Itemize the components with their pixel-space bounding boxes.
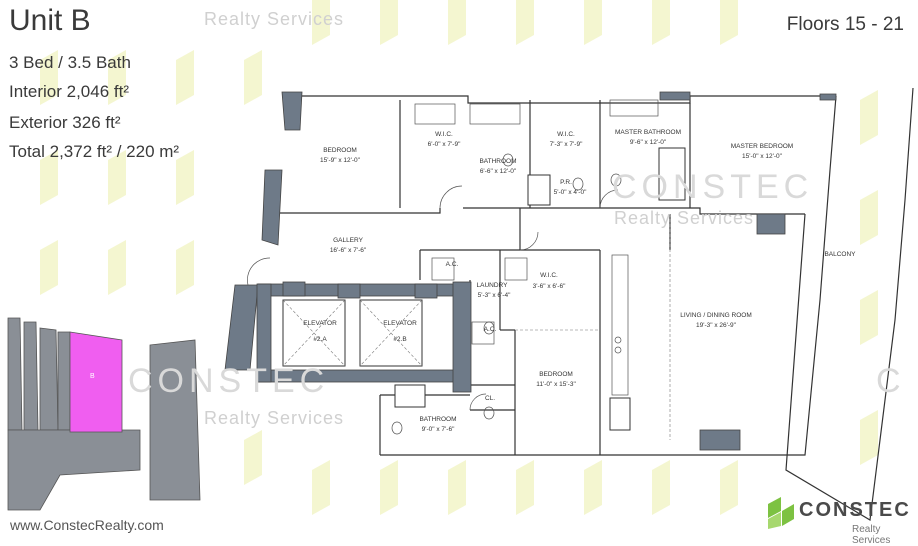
room-ac-1: A.C. — [446, 261, 459, 268]
room-bathroom-2-dim: 9'-0" x 7'-6" — [422, 426, 455, 433]
room-gallery: GALLERY — [333, 237, 364, 244]
room-bathroom-2: BATHROOM — [419, 416, 456, 423]
room-laundry-dim: 5'-3" x 6'-4" — [478, 292, 511, 299]
room-bedroom-1: BEDROOM — [323, 147, 357, 154]
room-bedroom-2: BEDROOM — [539, 371, 573, 378]
room-living-dim: 19'-3" x 26'-9" — [696, 322, 737, 329]
exterior-area: Exterior 326 ft² — [9, 113, 121, 132]
room-wic-1-dim: 6'-0" x 7'-9" — [428, 141, 461, 148]
website-url[interactable]: www.ConstecRealty.com — [10, 517, 164, 533]
room-master-bath-dim: 9'-6" x 12'-0" — [630, 139, 667, 146]
room-elevator-a: ELEVATOR — [303, 320, 337, 327]
room-gallery-dim: 16'-6" x 7'-6" — [330, 247, 367, 254]
room-living: LIVING / DINING ROOM — [680, 312, 752, 319]
keyplan-unit-label: B — [90, 373, 95, 380]
watermark-constec-left: CONSTEC — [128, 362, 330, 400]
room-bathroom-1-dim: 6'-6" x 12'-0" — [480, 168, 517, 175]
watermark-realty-bottom: Realty Services — [204, 408, 345, 428]
room-pr-dim: 5'-0" x 4'-0" — [554, 189, 587, 196]
watermark-constec-right: CONSTEC — [612, 168, 814, 206]
watermark-realty-right: Realty Services — [614, 208, 755, 228]
brand-name: CONSTEC — [799, 499, 911, 521]
room-wic-1: W.I.C. — [435, 131, 453, 138]
room-bedroom-1-dim: 15'-9" x 12'-0" — [320, 157, 361, 164]
room-wic-3-dim: 3'-6" x 6'-6" — [533, 283, 566, 290]
room-master-bed-dim: 15'-0" x 12'-0" — [742, 153, 783, 160]
room-elevator-b: ELEVATOR — [383, 320, 417, 327]
brand-subtitle: Realty Services — [852, 524, 891, 546]
unit-title: Unit B — [9, 4, 91, 37]
room-balcony: BALCONY — [824, 251, 856, 258]
watermark-constec-edge: C — [876, 362, 906, 400]
room-bathroom-1: BATHROOM — [479, 158, 516, 165]
beds-baths: 3 Bed / 3.5 Bath — [9, 53, 131, 72]
keyplan-unit-b-highlight — [69, 331, 123, 433]
room-elevator-a-num: #2.A — [313, 336, 327, 343]
room-ac-2: A.C. — [484, 326, 497, 333]
room-wic-2: W.I.C. — [557, 131, 575, 138]
floors-label: Floors 15 - 21 — [786, 14, 904, 35]
room-elevator-b-num: #2.B — [393, 336, 406, 343]
watermark-realty-top: Realty Services — [204, 9, 345, 29]
total-area: Total 2,372 ft² / 220 m² — [9, 142, 180, 161]
room-master-bed: MASTER BEDROOM — [731, 143, 793, 150]
room-pr: P.R. — [560, 179, 572, 186]
room-master-bath: MASTER BATHROOM — [615, 129, 681, 136]
interior-area: Interior 2,046 ft² — [9, 82, 130, 101]
constec-logo-icon — [768, 497, 794, 529]
room-wic-2-dim: 7'-3" x 7'-9" — [550, 141, 583, 148]
room-wic-3: W.I.C. — [540, 272, 558, 279]
room-laundry: LAUNDRY — [477, 282, 509, 289]
room-cl: CL. — [485, 395, 495, 402]
room-bedroom-2-dim: 11'-0" x 15'-3" — [536, 381, 576, 388]
